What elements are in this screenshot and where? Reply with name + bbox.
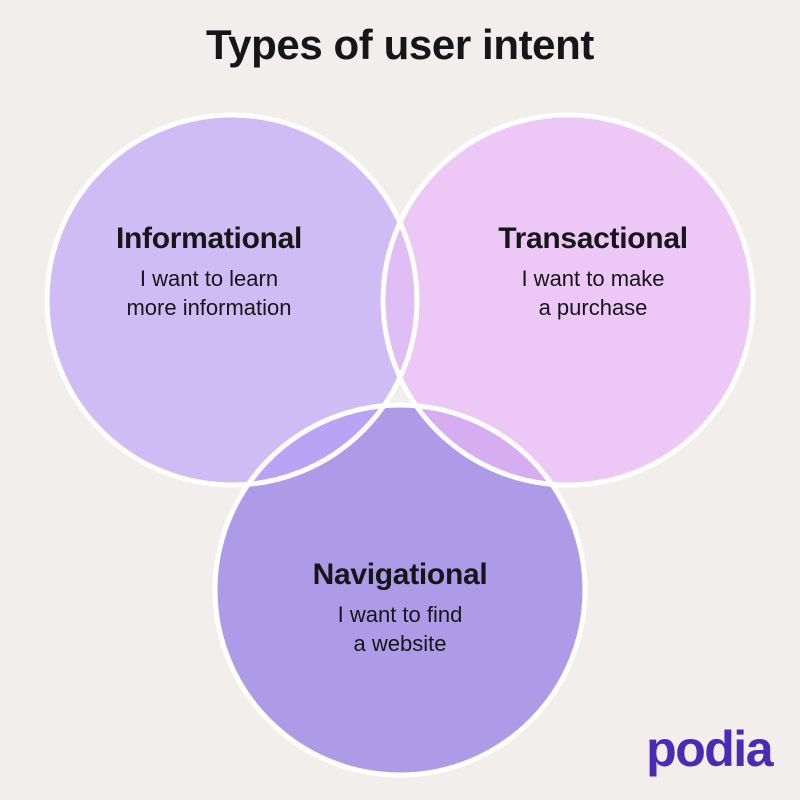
venn-outline-navigational bbox=[212, 402, 588, 778]
venn-outline-informational bbox=[44, 112, 420, 488]
venn-circle-transactional bbox=[383, 115, 753, 485]
venn-outline-transactional bbox=[380, 112, 756, 488]
venn-circle-navigational bbox=[215, 405, 585, 775]
page-title: Types of user intent bbox=[206, 21, 594, 68]
podia-logo: podia bbox=[646, 721, 773, 777]
venn-circle-informational bbox=[47, 115, 417, 485]
